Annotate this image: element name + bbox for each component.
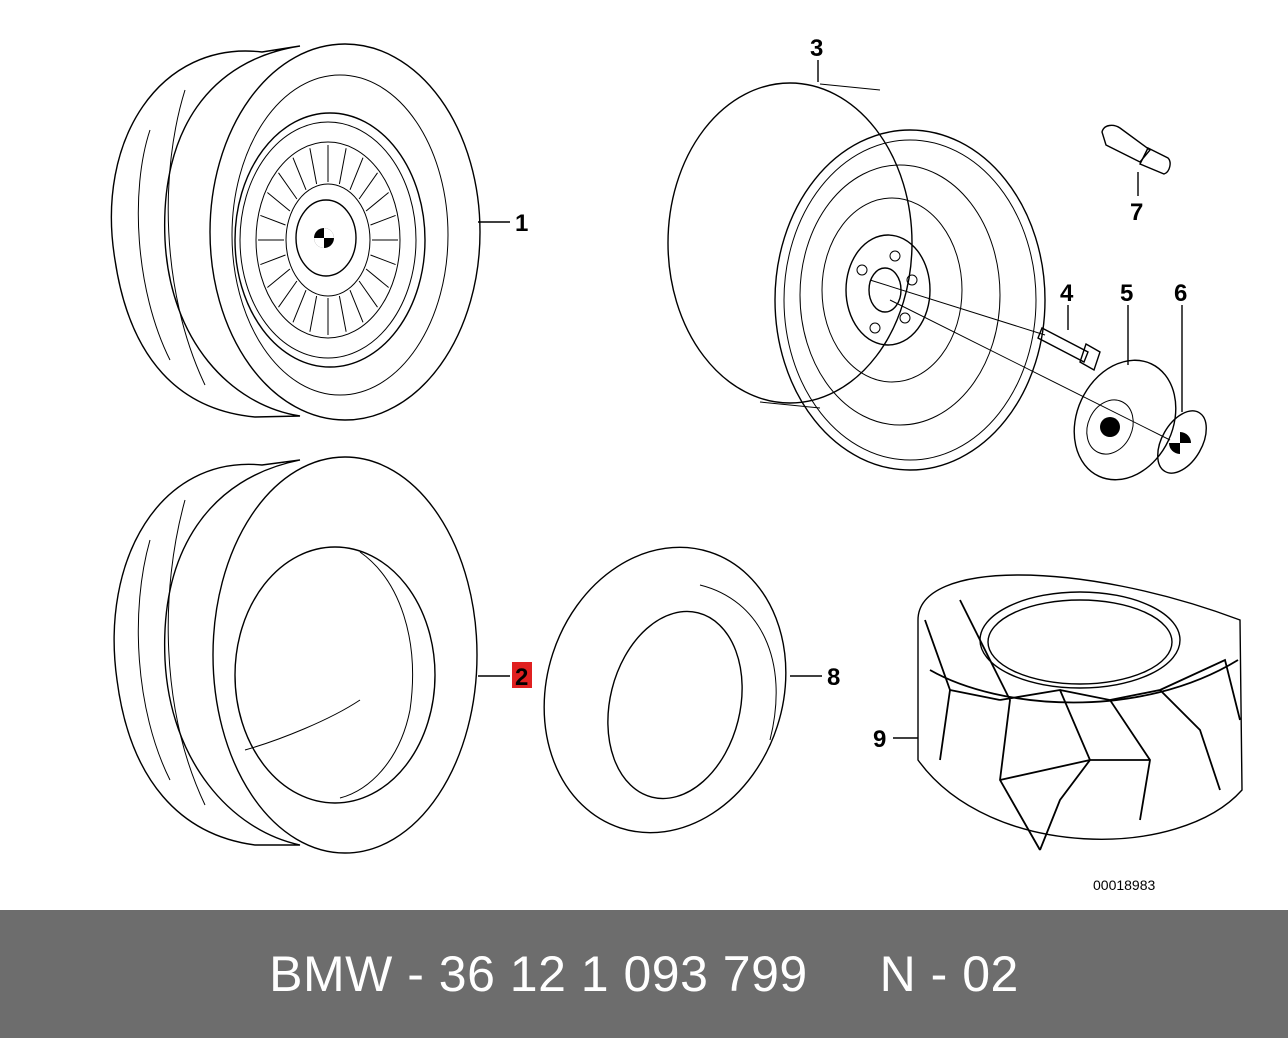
parts-diagram: 1 2 3 4 5 6 7 8 9 00018983 <box>110 35 1243 893</box>
spoke-line <box>365 192 389 212</box>
spoke-line <box>278 280 298 308</box>
tyre-icon <box>113 456 478 854</box>
spoke-line <box>338 295 347 332</box>
emblem-icon <box>1157 410 1207 474</box>
callout-3[interactable]: 3 <box>810 35 823 62</box>
callout-6[interactable]: 6 <box>1174 280 1187 307</box>
spoke-line <box>292 157 307 190</box>
part-number-label: BMW - 36 12 1 093 799 N - 02 <box>269 946 1019 1002</box>
spoke-line <box>370 254 396 266</box>
spoke-line <box>278 172 298 200</box>
spoke-line <box>365 268 389 288</box>
spoke-line <box>338 148 347 185</box>
inner-tube-icon <box>543 546 787 834</box>
callout-highlight <box>512 662 532 688</box>
spoke-line <box>292 290 307 323</box>
valve-icon <box>1101 124 1171 175</box>
callout-1[interactable]: 1 <box>515 210 528 237</box>
spoke-line <box>267 268 291 288</box>
spoke-line <box>370 214 396 226</box>
complete-wheel-icon <box>110 43 481 421</box>
hub-cap-icon <box>1073 359 1177 481</box>
spoke-line <box>349 157 364 190</box>
snow-chain-icon <box>917 574 1243 851</box>
callout-5[interactable]: 5 <box>1120 280 1133 307</box>
spoke-line <box>358 172 378 200</box>
callout-8[interactable]: 8 <box>827 664 840 691</box>
spoke-line <box>260 214 286 226</box>
spoke-line <box>358 280 378 308</box>
callout-2[interactable]: 2 <box>515 664 528 691</box>
callout-9[interactable]: 9 <box>873 726 886 753</box>
wheel-bolt-icon <box>1037 327 1101 372</box>
alloy-rim-icon <box>667 82 1046 471</box>
callout-4[interactable]: 4 <box>1060 280 1074 307</box>
spoke-line <box>309 295 318 332</box>
callout-7[interactable]: 7 <box>1130 199 1143 226</box>
spoke-line <box>349 290 364 323</box>
part-number-footer: BMW - 36 12 1 093 799 N - 02 <box>0 910 1288 1038</box>
spoke-line <box>267 192 291 212</box>
spoke-line <box>260 254 286 266</box>
spoke-line <box>309 148 318 185</box>
drawing-number: 00018983 <box>1093 877 1156 893</box>
